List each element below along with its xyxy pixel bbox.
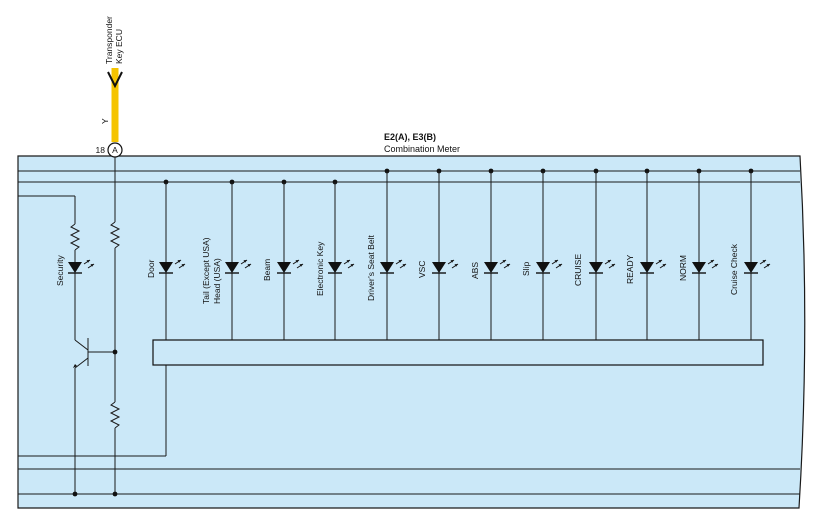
label-tail-line1: Tail (Except USA) [201,237,211,304]
ecu-label-line2: Key ECU [114,29,124,64]
label-vsc: VSC [417,261,427,278]
led-icon [277,259,304,274]
led-icon [536,259,563,274]
led-icon [692,259,719,274]
indicator-led-column [744,171,771,340]
label-tail-line2: Head (USA) [212,258,222,304]
led-icon [744,259,771,274]
indicator-led-column [432,171,459,340]
indicator-led-column [640,171,667,340]
security-led-icon [68,259,95,274]
connector-pin-number: 18 [96,145,106,155]
ecu-label: Transponder [104,16,114,64]
indicator-led-column [589,171,616,340]
meter-connector-codes: E2(A), E3(B) [384,132,436,142]
indicator-led-column [328,182,355,340]
combination-meter-body [17,155,806,509]
indicator-led-column [225,182,252,340]
meter-name: Combination Meter [384,144,460,154]
led-icon [484,259,511,274]
indicator-led-column [692,171,719,340]
label-electronic-key: Electronic Key [315,241,325,296]
label-norm: NORM [678,255,688,281]
label-beam: Beam [262,259,272,281]
connector-pin-letter: A [112,145,118,155]
label-security: Security [55,255,65,286]
led-icon [159,259,186,274]
internal-wiring [18,157,800,495]
indicator-labels: Security Door Tail (Except USA) Head (US… [55,235,739,304]
connector-arrow-icon [107,71,123,89]
led-icon [380,259,407,274]
label-cruise: CRUISE [573,254,583,286]
led-icon [328,259,355,274]
led-icon [225,259,252,274]
led-icon [432,259,459,274]
label-abs: ABS [470,262,480,279]
led-columns [159,171,771,340]
indicator-led-column [380,171,407,340]
indicator-led-column [484,171,511,340]
label-slip: Slip [521,262,531,276]
label-door: Door [146,259,156,278]
label-ready: READY [625,254,635,284]
label-cruise-check: Cruise Check [729,243,739,295]
led-icon [640,259,667,274]
wire-color-code: Y [100,118,110,124]
indicator-led-column [277,182,304,340]
label-seat-belt: Driver’s Seat Belt [366,235,376,301]
led-icon [589,259,616,274]
indicator-led-column [536,171,563,340]
meter-ic-block [152,339,764,366]
indicator-led-column [159,182,186,340]
